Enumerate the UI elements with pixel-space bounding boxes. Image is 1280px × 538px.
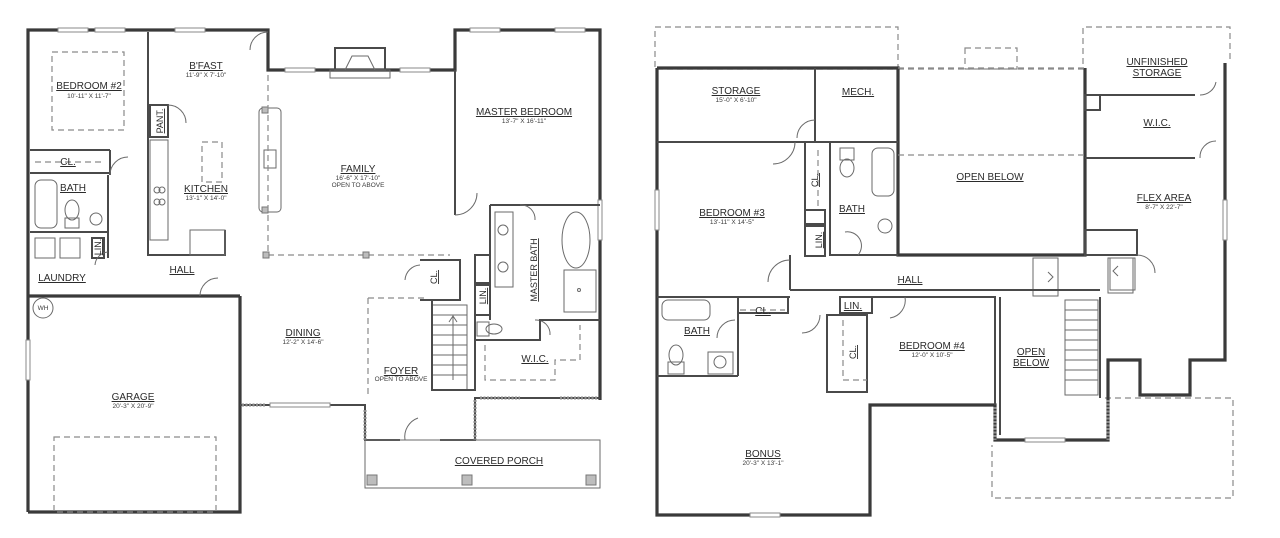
bonus-label: BONUS xyxy=(745,449,781,460)
closet-label-2: CL. xyxy=(429,270,439,284)
unfinished-storage-label-2: STORAGE xyxy=(1133,68,1182,79)
family-dims: 16'-6" X 17'-10" xyxy=(336,175,381,182)
bedroom3-label: BEDROOM #3 xyxy=(699,208,765,219)
master-bath-label: MASTER BATH xyxy=(529,238,539,301)
family-note: OPEN TO ABOVE xyxy=(332,182,386,189)
storage-dims: 15'-0" X 6'-10" xyxy=(715,97,757,104)
master-bedroom-dims: 13'-7" X 16'-11" xyxy=(502,118,547,125)
bath-label-3: BATH xyxy=(684,326,710,337)
bfast-label: B'FAST xyxy=(189,61,223,72)
porch-wall xyxy=(440,397,600,441)
linen-label-2: LIN. xyxy=(478,288,488,305)
garage-label: GARAGE xyxy=(112,392,155,403)
closet-label-5: CL. xyxy=(848,345,858,359)
closet-label-4: CL. xyxy=(755,306,771,317)
foyer-note: OPEN TO ABOVE xyxy=(375,376,429,383)
bedroom3-dims: 13'-11" X 14'-5" xyxy=(710,219,755,226)
bfast-dims: 11'-9" X 7'-10" xyxy=(186,72,227,79)
covered-porch-label: COVERED PORCH xyxy=(455,456,543,467)
bedroom4-label: BEDROOM #4 xyxy=(899,341,965,352)
first-floor-plan: WH BEDROOM #2 10'-11" X 11'-7" B'FAST 11… xyxy=(25,27,603,514)
mech-label: MECH. xyxy=(842,87,874,98)
bedroom2-tray xyxy=(51,51,125,131)
storage-label: STORAGE xyxy=(712,86,761,97)
bedroom4-dims: 12'-0" X 10'-5" xyxy=(911,352,953,359)
hall-label: HALL xyxy=(169,265,194,276)
garage-dims: 20'-3" X 20'-9" xyxy=(112,403,154,410)
bedroom2-dims: 10'-11" X 11'-7" xyxy=(67,93,111,100)
master-bedroom-label: MASTER BEDROOM xyxy=(476,107,572,118)
open-below-label-1: OPEN BELOW xyxy=(956,172,1024,183)
water-heater-label: WH xyxy=(38,305,49,312)
pantry-label: PANT. xyxy=(155,109,165,134)
bonus-dims: 20'-3" X 13'-1" xyxy=(742,460,784,467)
dining-front-wall xyxy=(240,404,400,441)
kitchen-label: KITCHEN xyxy=(184,184,228,195)
family-label: FAMILY xyxy=(341,164,376,175)
foyer-label: FOYER xyxy=(384,366,418,377)
unfinished-storage-label-1: UNFINISHED xyxy=(1126,57,1187,68)
closet-label: CL. xyxy=(60,157,76,168)
hall-label-2: HALL xyxy=(897,275,922,286)
linen-label-3: LIN. xyxy=(814,232,824,249)
open-below-label-2a: OPEN xyxy=(1017,347,1045,358)
second-floor-plan: STORAGE 15'-0" X 6'-10" MECH. UNFINISHED… xyxy=(654,26,1234,518)
kitchen-dims: 13'-1" X 14'-0" xyxy=(185,195,227,202)
bath-label-2: BATH xyxy=(839,204,865,215)
dining-dims: 12'-2" X 14'-6" xyxy=(282,339,324,346)
linen-label: LIN. xyxy=(93,239,103,256)
flex-area-dims: 8'-7" X 22'-7" xyxy=(1145,204,1183,211)
laundry-label: LAUNDRY xyxy=(38,273,86,284)
bath-label: BATH xyxy=(60,183,86,194)
linen-label-4: LIN. xyxy=(844,301,862,312)
closet-label-3: CL. xyxy=(810,173,820,187)
exterior-wall-2 xyxy=(655,68,1110,517)
open-below-label-2b: BELOW xyxy=(1013,358,1050,369)
dining-label: DINING xyxy=(286,328,321,339)
wic-label-2: W.I.C. xyxy=(1143,118,1170,129)
bedroom2-label: BEDROOM #2 xyxy=(56,81,122,92)
wic-label: W.I.C. xyxy=(521,354,548,365)
flex-area-label: FLEX AREA xyxy=(1137,193,1192,204)
